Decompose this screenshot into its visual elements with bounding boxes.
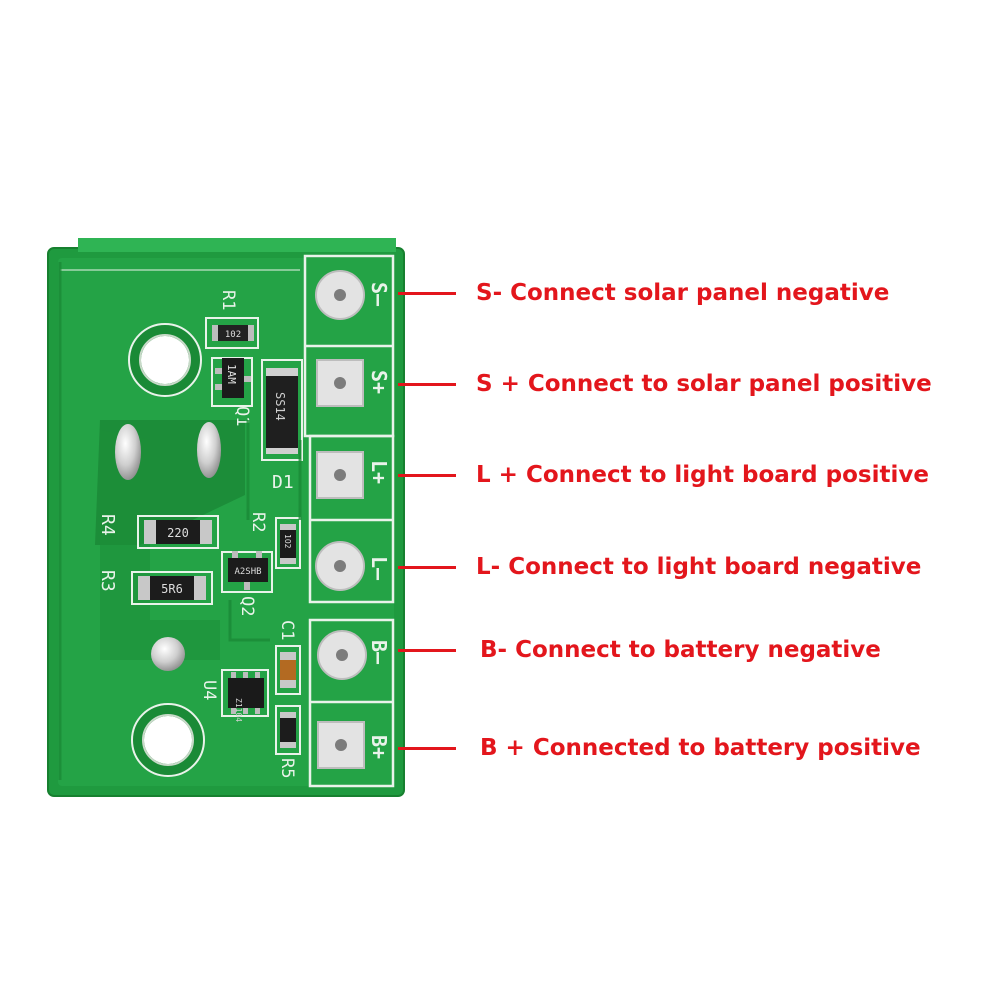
leader-l-minus <box>398 566 456 569</box>
diode-d1: SS14 D1 <box>261 359 303 493</box>
terminal-label-b-minus: B– <box>367 640 391 665</box>
resistor-r3: 5R6 R3 <box>97 570 213 605</box>
leader-b-minus <box>398 649 456 652</box>
callout-b-minus: B- Connect to battery negative <box>480 637 881 663</box>
resistor-r4: 220 R4 <box>97 514 219 549</box>
r4-ref: R4 <box>97 514 118 536</box>
mounting-hole-top <box>128 323 202 397</box>
r4-marking: 220 <box>167 526 189 540</box>
q2-ref: Q2 <box>237 596 257 616</box>
terminal-label-l-minus: L– <box>367 556 391 581</box>
solder-joint <box>151 637 185 671</box>
terminal-label-s-plus: S+ <box>367 370 391 394</box>
callout-s-plus: S + Connect to solar panel positive <box>476 371 932 397</box>
leader-l-plus <box>398 474 456 477</box>
r1-ref: R1 <box>218 290 238 310</box>
r2-ref: R2 <box>248 512 268 532</box>
c1-ref: C1 <box>277 620 297 640</box>
leader-s-minus <box>398 292 456 295</box>
terminal-label-l-plus: L+ <box>367 460 391 484</box>
q1-marking: 1AM <box>225 364 238 384</box>
callout-l-plus: L + Connect to light board positive <box>476 462 929 488</box>
u4-ref: U4 <box>199 680 219 700</box>
r1-marking: 102 <box>225 330 241 340</box>
u4-marking: Z1104 <box>234 698 243 722</box>
q2-marking: A2SHB <box>234 567 261 577</box>
r3-ref: R3 <box>97 570 118 592</box>
r2-marking: 1O2 <box>283 534 292 549</box>
solder-joint <box>197 422 221 478</box>
terminal-label-b-plus: B+ <box>367 735 391 759</box>
callout-s-minus: S- Connect solar panel negative <box>476 280 890 306</box>
solder-joint <box>115 424 141 480</box>
transistor-q2: A2SHB Q2 <box>221 551 273 616</box>
mounting-hole-bottom <box>131 703 205 777</box>
terminal-frame <box>303 254 395 788</box>
d1-ref: D1 <box>272 472 294 493</box>
r3-marking: 5R6 <box>161 582 183 596</box>
resistor-r1: 102 R1 <box>205 290 259 349</box>
callout-b-plus: B + Connected to battery positive <box>480 735 921 761</box>
leader-b-plus <box>398 747 456 750</box>
resistor-r2: 1O2 R2 <box>248 512 301 569</box>
resistor-r5: R5 <box>275 705 301 778</box>
ic-u4: Z1104 U4 <box>199 669 269 722</box>
d1-marking: SS14 <box>273 392 287 421</box>
terminal-label-s-minus: S– <box>367 282 391 307</box>
capacitor-c1: C1 <box>275 620 301 695</box>
leader-s-plus <box>398 383 456 386</box>
r5-ref: R5 <box>277 758 297 778</box>
transistor-q1: 1AM Q1 <box>211 357 253 426</box>
terminal-pads <box>315 270 367 769</box>
callout-l-minus: L- Connect to light board negative <box>476 554 922 580</box>
